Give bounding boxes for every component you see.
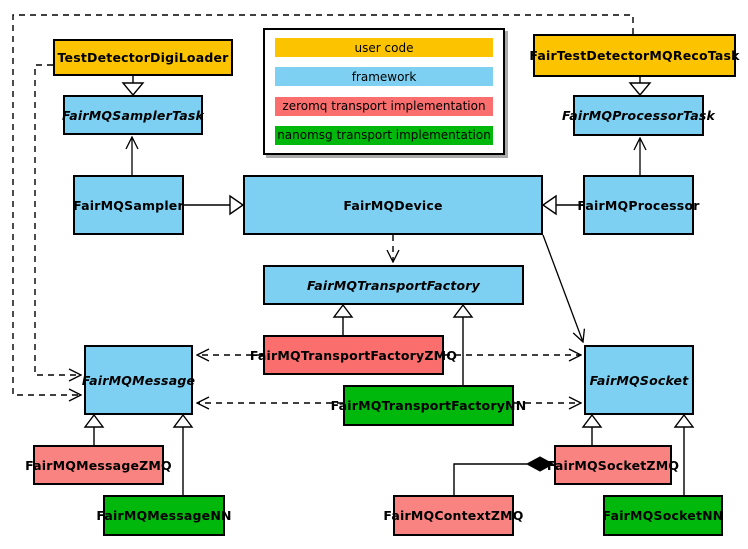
node-label: FairTestDetectorMQRecoTask [529,48,740,63]
edge-device-socket [542,234,583,342]
node-fairmq-device: FairMQDevice [243,175,543,235]
node-fairmq-sampler: FairMQSampler [73,175,184,235]
legend-label: zeromq transport implementation [282,99,486,114]
node-label: FairMQSocketNN [602,508,724,523]
node-label: FairMQProcessor [577,197,700,213]
node-label: FairMQTransportFactory [306,277,481,293]
legend-label: user code [354,40,414,55]
node-label: TestDetectorDigiLoader [57,50,229,65]
edge-socketzmq-contextzmq [453,463,527,495]
inheritance-edges [83,76,695,495]
node-fairmq-transport-factory: FairMQTransportFactory [263,265,524,305]
triangle-message-zmq-icon [83,413,105,428]
legend-label: framework [351,69,417,84]
node-fairmq-socket-zmq: FairMQSocketZMQ [547,445,679,485]
node-fairmq-message: FairMQMessage [81,345,196,415]
legend-item-nanomsg: nanomsg transport implementation [275,125,493,145]
diamond-composition-icon [525,456,555,472]
node-fairmq-sampler-task: FairMQSamplerTask [61,95,205,135]
legend-item-zeromq: zeromq transport implementation [275,96,493,116]
node-fair-test-detector-mq-reco-task: FairTestDetectorMQRecoTask [529,34,739,77]
node-fairmq-message-zmq: FairMQMessageZMQ [25,445,172,485]
node-fairmq-socket: FairMQSocket [584,345,694,415]
node-label: FairMQSocketZMQ [546,457,680,473]
triangle-processortask-icon [628,82,652,97]
legend-label: nanomsg transport implementation [277,128,491,143]
edge-recotask-message [12,14,634,395]
node-label: FairMQMessageNN [96,508,232,523]
association-edges [132,137,640,342]
node-label: FairMQTransportFactoryZMQ [249,347,458,363]
triangle-factory-zmq-icon [332,303,354,318]
triangle-device-right-icon [541,194,557,216]
triangle-device-left-icon [229,194,245,216]
composition-edge [453,456,555,495]
triangle-samplertask-icon [121,82,145,97]
node-fairmq-message-nn: FairMQMessageNN [96,495,231,536]
node-label: FairMQMessageZMQ [25,457,172,473]
dependency-edges [12,14,634,403]
legend-item-framework: framework [275,67,493,87]
node-label: FairMQSampler [73,197,184,213]
node-label: FairMQContextZMQ [383,508,524,523]
legend: user code framework zeromq transport imp… [263,28,505,155]
node-label: FairMQSocket [589,372,689,388]
node-fairmq-transport-factory-nn: FairMQTransportFactoryNN [331,385,526,426]
node-label: FairMQProcessorTask [561,108,716,123]
node-fairmq-processor-task: FairMQProcessorTask [562,95,715,136]
node-label: FairMQMessage [81,372,196,388]
legend-item-user-code: user code [275,38,493,57]
node-label: FairMQDevice [343,197,443,213]
node-label: FairMQSamplerTask [61,107,205,123]
triangle-socket-zmq-icon [581,413,603,428]
node-fairmq-processor: FairMQProcessor [577,175,699,235]
triangle-socket-nn-icon [673,413,695,428]
node-fairmq-socket-nn: FairMQSocketNN [603,495,723,536]
node-fairmq-context-zmq: FairMQContextZMQ [383,495,523,536]
node-test-detector-digi-loader: TestDetectorDigiLoader [53,39,233,76]
triangle-factory-nn-icon [452,303,474,318]
node-label: FairMQTransportFactoryNN [330,398,527,413]
triangle-message-nn-icon [172,413,194,428]
node-fairmq-transport-factory-zmq: FairMQTransportFactoryZMQ [250,335,457,375]
